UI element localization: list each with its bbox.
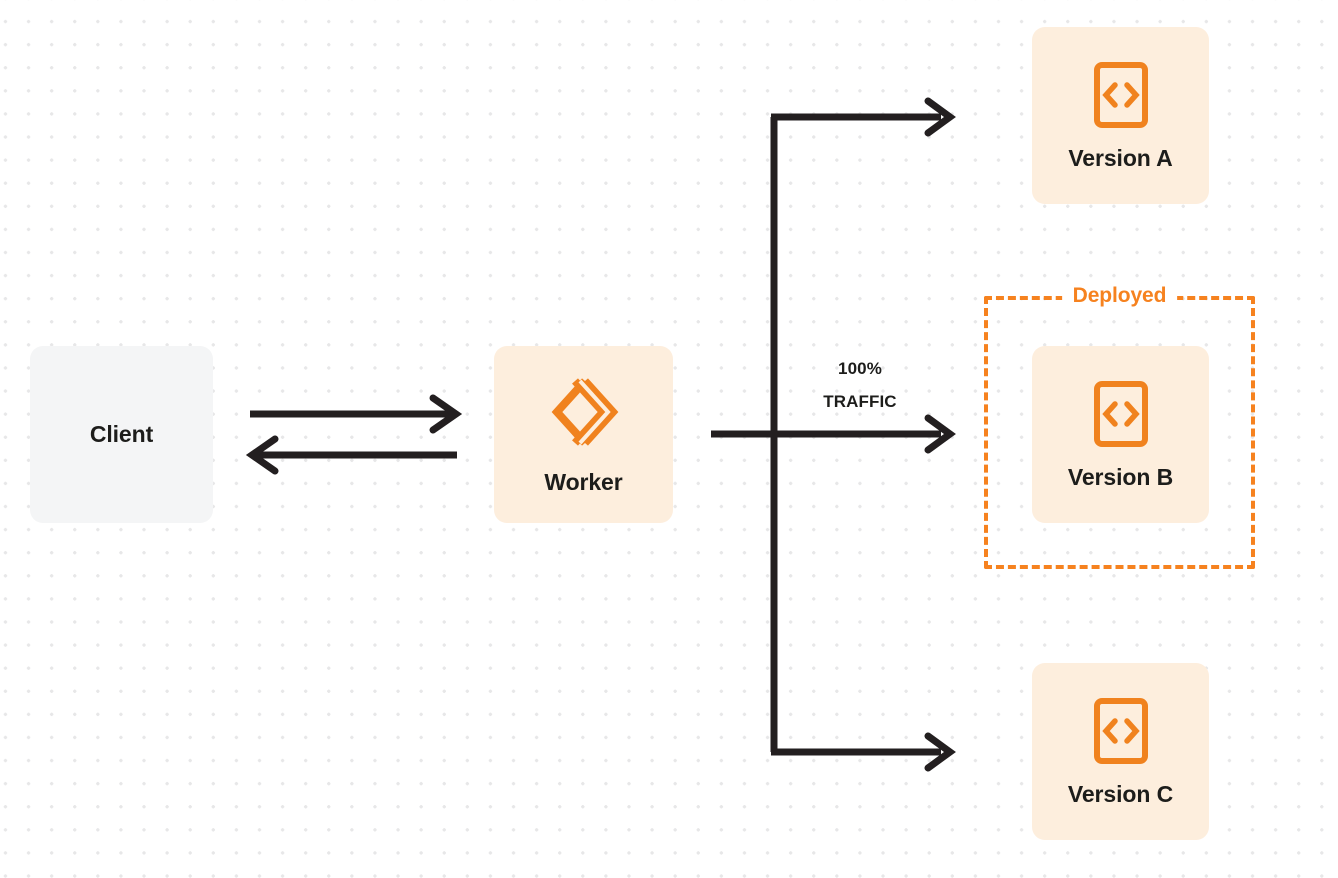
edge-client-to-worker <box>250 394 463 434</box>
node-version-a-label: Version A <box>1068 145 1173 171</box>
code-file-icon <box>1093 380 1149 448</box>
edge-worker-to-client <box>245 435 457 475</box>
node-client[interactable]: Client <box>30 346 213 523</box>
group-deployed-label: Deployed <box>1061 285 1178 306</box>
node-version-b-label: Version B <box>1067 464 1174 490</box>
code-file-icon <box>1093 61 1149 129</box>
workers-logo-icon <box>547 375 621 449</box>
code-file-icon <box>1093 697 1149 765</box>
edge-worker-to-version-b <box>711 414 956 454</box>
traffic-word: TRAFFIC <box>823 392 897 412</box>
node-version-b[interactable]: Version B <box>1032 346 1209 523</box>
node-worker[interactable]: Worker <box>494 346 673 523</box>
node-version-c[interactable]: Version C <box>1032 663 1209 840</box>
edge-trunk-branches <box>770 97 956 772</box>
traffic-label: 100% TRAFFIC <box>790 352 930 418</box>
node-worker-label: Worker <box>544 469 623 495</box>
traffic-percent: 100% <box>838 359 882 378</box>
group-deployed: Deployed <box>984 285 1255 569</box>
node-version-a[interactable]: Version A <box>1032 27 1209 204</box>
node-version-c-label: Version C <box>1067 781 1174 807</box>
node-client-label: Client <box>89 421 154 447</box>
